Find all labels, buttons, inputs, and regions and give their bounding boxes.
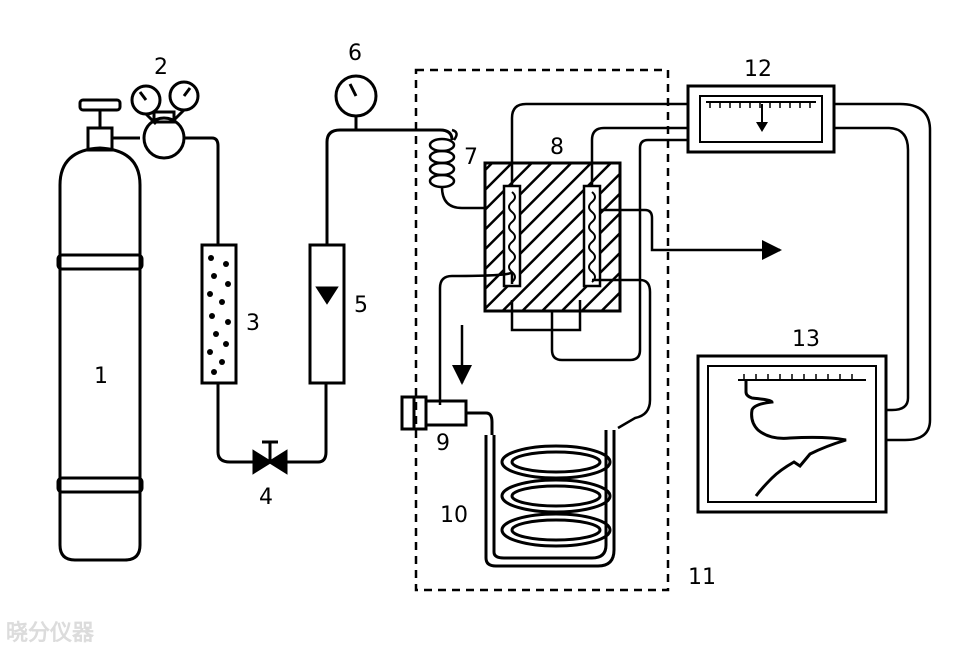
bridge-wiring xyxy=(510,102,932,442)
injector xyxy=(400,395,494,435)
label-7: 7 xyxy=(464,145,478,170)
label-1: 1 xyxy=(94,364,108,389)
label-13: 13 xyxy=(792,327,820,352)
gas-cylinder xyxy=(56,98,144,562)
preheat-coil xyxy=(428,128,508,210)
chromatographic-column xyxy=(484,430,616,568)
watermark: 晓分仪器 xyxy=(6,621,95,646)
rotameter xyxy=(308,128,358,385)
label-2: 2 xyxy=(154,55,168,80)
purifier-tube xyxy=(200,243,238,385)
thermostat-box xyxy=(414,68,670,592)
bridge-meter xyxy=(686,84,836,154)
detector-block xyxy=(483,161,622,313)
gas-lines xyxy=(438,208,782,430)
pressure-gauge xyxy=(334,74,454,141)
label-8: 8 xyxy=(550,135,564,160)
pressure-regulator xyxy=(130,80,220,245)
recorder xyxy=(696,354,888,514)
chromatogram-trace xyxy=(744,380,847,497)
needle-valve xyxy=(216,383,328,475)
label-5: 5 xyxy=(354,293,368,318)
label-12: 12 xyxy=(744,57,772,82)
label-3: 3 xyxy=(246,311,260,336)
label-4: 4 xyxy=(259,485,273,510)
label-10: 10 xyxy=(440,503,468,528)
label-6: 6 xyxy=(348,41,362,66)
label-9: 9 xyxy=(436,431,450,456)
label-11: 11 xyxy=(688,565,716,590)
